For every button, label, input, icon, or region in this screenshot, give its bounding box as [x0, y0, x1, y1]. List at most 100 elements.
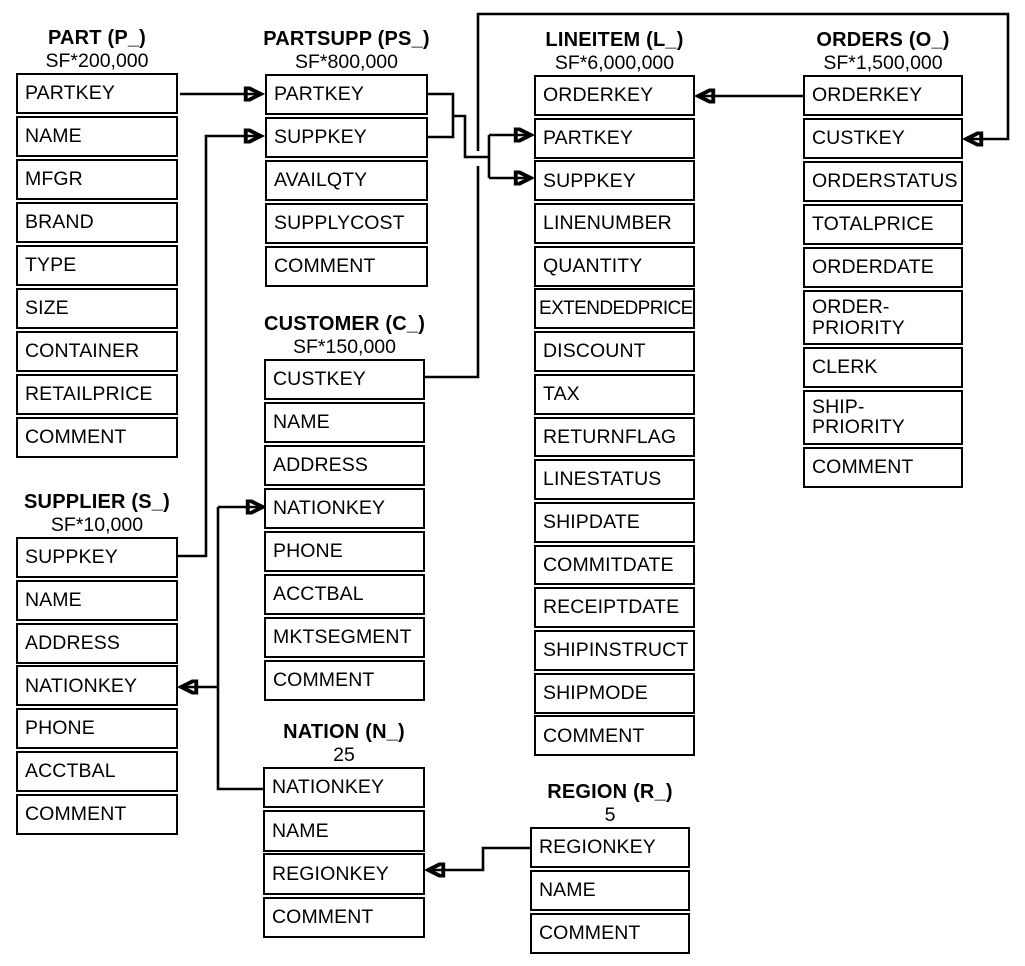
- field-name: NAME: [25, 589, 82, 612]
- table-row: COMMENT: [534, 715, 695, 757]
- field-linestatus: LINESTATUS: [543, 468, 662, 491]
- table-row: ADDRESS: [16, 622, 178, 664]
- connector-customer-custkey-riser: [425, 166, 480, 379]
- table-row: ADDRESS: [264, 444, 425, 487]
- field-retailprice: RETAILPRICE: [25, 383, 153, 406]
- field-custkey: CUSTKEY: [812, 127, 905, 150]
- table-row: SIZE: [16, 287, 178, 330]
- table-row: PHONE: [16, 708, 178, 750]
- field-name: NAME: [539, 879, 596, 902]
- table-cardinality: SF*10,000: [50, 514, 144, 536]
- table-row: ORDERKEY: [803, 75, 963, 117]
- table-title: PART (P_): [47, 27, 147, 49]
- table-row: CONTAINER: [16, 330, 178, 373]
- table-row: DISCOUNT: [534, 331, 695, 373]
- table-row: SUPPKEY: [16, 537, 178, 578]
- table-row: SHIPDATE: [534, 501, 695, 543]
- connector-nation-nationkey-riser: [216, 507, 263, 791]
- table-cardinality: 5: [604, 804, 616, 826]
- table-row: BRAND: [16, 201, 178, 244]
- table-row: PARTKEY: [534, 117, 695, 159]
- field-regionkey: REGIONKEY: [272, 862, 389, 885]
- field-comment: COMMENT: [25, 426, 127, 449]
- table-row: QUANTITY: [534, 245, 695, 287]
- field-regionkey: REGIONKEY: [539, 836, 656, 859]
- connector-partsupp-to-lineitem-trunk: [428, 92, 491, 178]
- table-rows: REGIONKEY NAME COMMENT: [530, 827, 690, 955]
- table-rows: ORDERKEY PARTKEY SUPPKEY LINENUMBER QUANTITY…: [534, 75, 695, 757]
- field-comment: COMMENT: [273, 669, 375, 692]
- field-quantity: QUANTITY: [543, 254, 643, 277]
- field-name: NAME: [272, 819, 329, 842]
- table-row: COMMENT: [530, 912, 690, 955]
- table-row: PARTKEY: [265, 74, 428, 116]
- table-row: SHIPMODE: [534, 672, 695, 714]
- table-row: RETAILPRICE: [16, 373, 178, 416]
- field-nationkey: NATIONKEY: [273, 497, 386, 520]
- table-cardinality: 25: [333, 744, 355, 766]
- table-row: SHIPINSTRUCT: [534, 629, 695, 671]
- field-clerk: CLERK: [812, 356, 878, 379]
- field-comment: COMMENT: [812, 456, 914, 479]
- field-partkey: PARTKEY: [543, 126, 633, 149]
- field-commitdate: COMMITDATE: [543, 553, 674, 576]
- table-title: ORDERS (O_): [816, 29, 950, 51]
- field-acctbal: ACCTBAL: [25, 760, 116, 783]
- table-row: EXTENDEDPRICE: [534, 288, 695, 330]
- field-discount: DISCOUNT: [543, 340, 646, 363]
- field-type: TYPE: [25, 254, 77, 277]
- field-address: ADDRESS: [25, 631, 120, 654]
- field-order-priority: ORDER- PRIORITY: [812, 296, 905, 339]
- table-row: ORDERKEY: [534, 75, 695, 116]
- table-row: NAME: [264, 401, 425, 444]
- field-extendedprice: EXTENDEDPRICE: [539, 297, 693, 319]
- rel-region-regionkey-to-nation-regionkey: [429, 846, 530, 870]
- table-row: COMMENT: [803, 446, 963, 489]
- field-partkey: PARTKEY: [25, 82, 115, 105]
- table-cardinality: SF*200,000: [45, 50, 149, 72]
- field-suppkey: SUPPKEY: [274, 126, 367, 149]
- field-ship-priority: SHIP- PRIORITY: [812, 395, 905, 439]
- table-row: REGIONKEY: [263, 853, 425, 895]
- field-availqty: AVAILQTY: [274, 169, 368, 192]
- table-row: COMMENT: [16, 793, 178, 835]
- table-row: LINENUMBER: [534, 203, 695, 244]
- table-row: MFGR: [16, 158, 178, 201]
- field-orderstatus: ORDERSTATUS: [812, 170, 958, 193]
- table-supplier: SUPPLIER (S_) SF*10,000 SUPPKEY NAME ADDRE…: [16, 491, 178, 837]
- table-title: LINEITEM (L_): [545, 29, 684, 51]
- table-title: PARTSUPP (PS_): [263, 28, 430, 50]
- table-row: COMMENT: [263, 896, 425, 939]
- field-custkey: CUSTKEY: [273, 368, 366, 391]
- table-row: ACCTBAL: [16, 750, 178, 792]
- field-brand: BRAND: [25, 211, 94, 234]
- table-row: ORDER- PRIORITY: [803, 289, 963, 346]
- field-receiptdate: RECEIPTDATE: [543, 596, 680, 619]
- table-row: MKTSEGMENT: [264, 616, 425, 659]
- table-title: NATION (N_): [283, 721, 405, 743]
- table-lineitem: LINEITEM (L_) SF*6,000,000 ORDERKEY PARTK…: [534, 29, 695, 758]
- field-size: SIZE: [25, 297, 69, 320]
- field-phone: PHONE: [273, 540, 343, 563]
- table-row: SUPPLYCOST: [265, 202, 428, 245]
- table-cardinality: SF*6,000,000: [554, 52, 675, 74]
- table-header: PART (P_) SF*200,000: [16, 27, 178, 73]
- table-row: NAME: [16, 579, 178, 621]
- field-orderkey: ORDERKEY: [812, 84, 923, 107]
- table-title: SUPPLIER (S_): [24, 491, 170, 513]
- table-header: SUPPLIER (S_) SF*10,000: [16, 491, 178, 537]
- field-comment: COMMENT: [25, 803, 127, 826]
- table-row: CUSTKEY: [803, 117, 963, 160]
- field-acctbal: ACCTBAL: [273, 583, 364, 606]
- table-header: NATION (N_) 25: [263, 721, 425, 767]
- table-row: NAME: [530, 869, 690, 912]
- table-header: REGION (R_) 5: [530, 781, 690, 827]
- field-suppkey: SUPPKEY: [543, 169, 636, 192]
